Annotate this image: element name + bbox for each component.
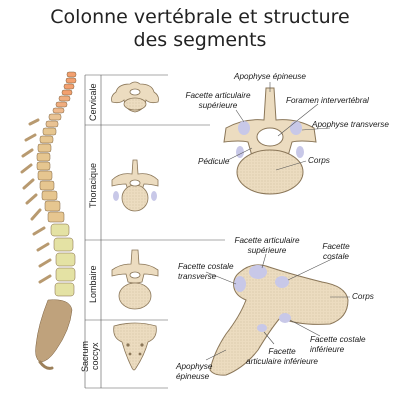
thoracic-vertebra bbox=[111, 159, 159, 212]
text-sup-facet-1: Facette articulaire bbox=[185, 91, 251, 100]
text-body-side: Corps bbox=[352, 292, 374, 301]
label-sacrum-line1: Sacrum bbox=[80, 340, 90, 372]
label-sacrum-line2: coccyx bbox=[90, 342, 100, 370]
label-thoracic: Thoracique bbox=[88, 162, 98, 208]
sacrum-view bbox=[113, 322, 157, 371]
text-icf-1: Facette costale bbox=[310, 335, 366, 344]
label-pedicle: Pédicule bbox=[198, 157, 229, 167]
label-superior-facet: Facette articulaire supérieure bbox=[176, 91, 260, 110]
lumbar-vertebra bbox=[111, 249, 159, 310]
label-inferior-costal-facet: Facette costale inférieure bbox=[310, 335, 366, 354]
text-inf-facet-1: Facette bbox=[268, 347, 296, 356]
large-vertebra-side bbox=[209, 264, 349, 376]
text-costal-2: costale bbox=[323, 251, 349, 261]
text-side-sup-1: Facette articulaire bbox=[234, 236, 300, 245]
label-transverse-costal-facet: Facette costale transverse bbox=[178, 262, 234, 281]
label-cervical: Cervicale bbox=[88, 83, 98, 121]
text-body-top: Corps bbox=[308, 156, 330, 165]
text-inf-facet-2: articulaire inférieure bbox=[246, 356, 318, 366]
segment-grid bbox=[84, 74, 225, 389]
text-transverse: Apophyse transverse bbox=[312, 120, 389, 129]
label-transverse-process: Apophyse transverse bbox=[312, 120, 389, 130]
label-side-spinous: Apophyse épineuse bbox=[176, 362, 212, 381]
title-line-1: Colonne vertébrale et structure bbox=[50, 6, 350, 28]
text-side-spinous-1: Apophyse bbox=[176, 362, 213, 371]
label-side-superior-facet: Facette articulaire supérieure bbox=[224, 236, 310, 255]
text-pedicle: Pédicule bbox=[198, 157, 230, 166]
label-spinous-process: Apophyse épineuse bbox=[222, 72, 318, 82]
text-sup-facet-2: supérieure bbox=[198, 100, 238, 110]
label-costal-facet: Facette costale bbox=[314, 242, 358, 261]
text-costal-1: Facette bbox=[322, 242, 350, 251]
title-line-2: des segments bbox=[133, 29, 267, 51]
cervical-vertebra bbox=[111, 81, 159, 113]
spine-side-view bbox=[20, 71, 77, 370]
text-spinous: Apophyse épineuse bbox=[234, 72, 306, 81]
text-icf-2: inférieure bbox=[310, 344, 345, 354]
label-inferior-facet: Facette articulaire inférieure bbox=[234, 347, 330, 366]
leader-lines bbox=[205, 82, 350, 361]
text-side-sup-2: supérieure bbox=[247, 245, 287, 255]
label-foramen: Foramen intervertébral bbox=[286, 96, 369, 106]
label-body-top: Corps bbox=[308, 156, 330, 166]
label-lumbar: Lombaire bbox=[88, 265, 98, 303]
text-side-spinous-2: épineuse bbox=[176, 371, 210, 381]
label-body-side: Corps bbox=[352, 292, 374, 302]
text-tcf-1: Facette costale bbox=[178, 262, 234, 271]
text-tcf-2: transverse bbox=[178, 271, 217, 281]
text-foramen: Foramen intervertébral bbox=[286, 96, 369, 105]
large-vertebra-top bbox=[223, 87, 317, 195]
